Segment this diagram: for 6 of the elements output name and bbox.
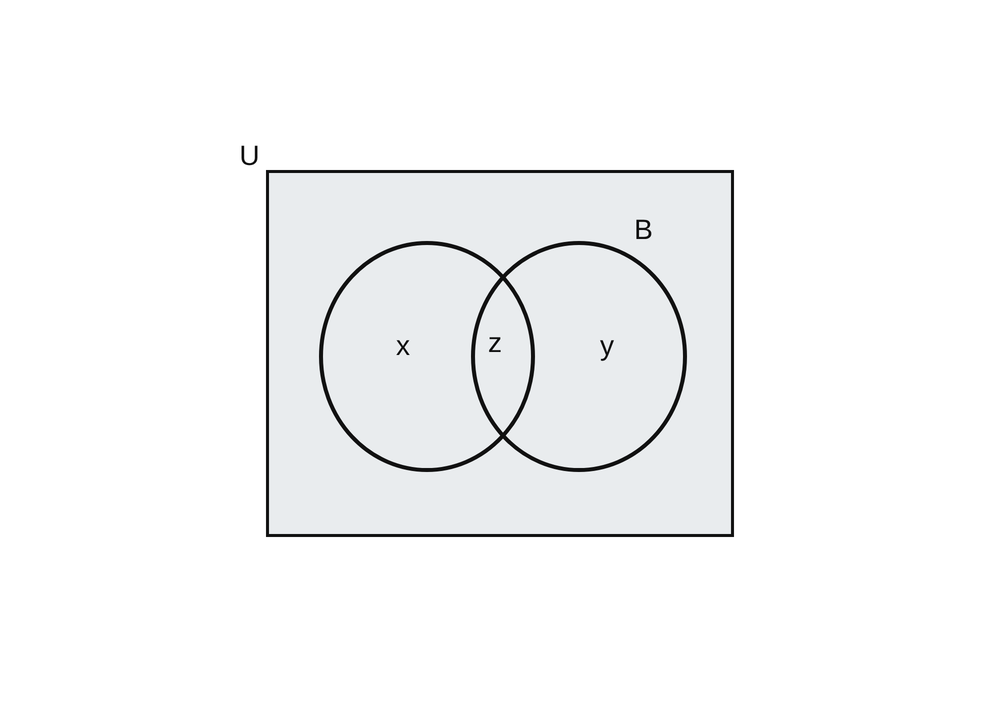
- set-circle: [319, 241, 535, 472]
- region-label: x: [396, 332, 410, 360]
- set-label: B: [634, 216, 653, 244]
- set-label: U: [239, 142, 260, 170]
- region-label: y: [600, 332, 614, 360]
- region-label: z: [488, 329, 502, 357]
